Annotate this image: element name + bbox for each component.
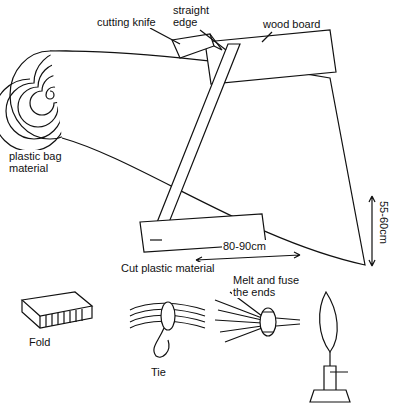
label: cutting knife	[96, 16, 157, 28]
label: wood board	[262, 18, 322, 30]
dimension-line	[369, 196, 375, 266]
burner	[310, 366, 350, 402]
melt-figure	[215, 292, 350, 402]
cutting-knife	[172, 34, 214, 58]
fold-figure	[22, 292, 92, 328]
label: Cut plastic material	[120, 262, 216, 274]
flame	[320, 292, 338, 352]
plastic-sheet	[50, 51, 365, 265]
straight-edge	[150, 44, 240, 240]
tie-figure	[130, 302, 205, 357]
wood-board-lower	[140, 214, 266, 252]
label: Melt and fuse the ends	[232, 274, 316, 298]
label: 80-90cm	[222, 240, 267, 252]
label: Fold	[28, 336, 51, 348]
label: plastic bag material	[8, 150, 82, 174]
label: 55-60cm	[378, 200, 390, 245]
label: Tie	[150, 366, 167, 378]
label: straight edge	[172, 4, 218, 28]
